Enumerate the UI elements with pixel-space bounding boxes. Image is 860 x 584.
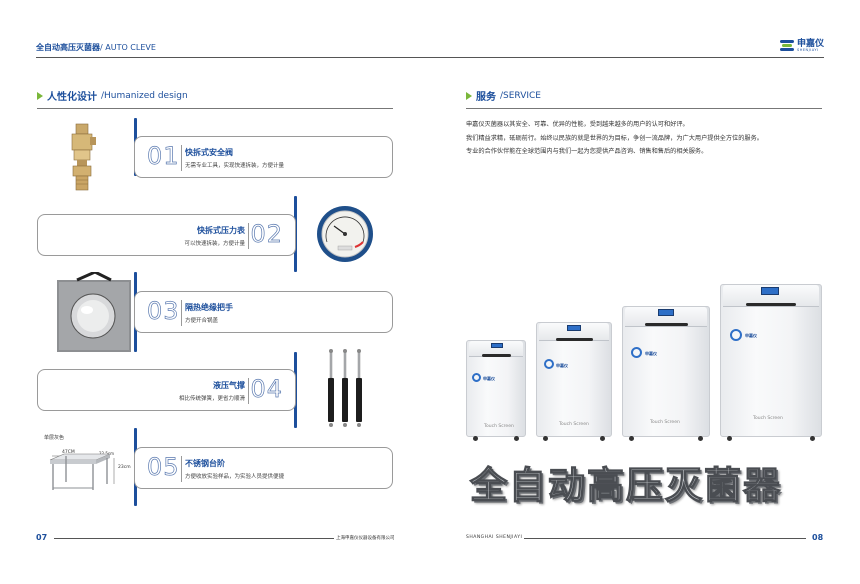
left-page: 全自动高压灭菌器/ AUTO CLEVE 人性化设计/Humanized des…: [36, 42, 430, 542]
feature-title: 液压气撑: [213, 381, 245, 390]
divider: [181, 456, 182, 482]
autoclave-medium: 申嘉仪 Touch Screen: [536, 322, 612, 441]
feature-number: 04: [250, 375, 283, 403]
autoclave-xlarge: 申嘉仪 Touch Screen: [720, 284, 822, 441]
service-text: 申嘉仪灭菌器以其安全、可靠、优异的性能，受到越来越多的用户的认可和好评。 我们精…: [466, 118, 846, 159]
header-title: 全自动高压灭菌器/ AUTO CLEVE: [36, 42, 156, 53]
company-name: 上海申嘉仪仪器设备有限公司: [336, 536, 395, 541]
feature-card-05: 05 不锈钢台阶 方便收放实验样品，为实验人员提供便捷: [134, 447, 393, 489]
feature-desc: 相比传统弹簧，更省力顺滑: [178, 396, 245, 402]
autoclave-small: 申嘉仪 Touch Screen: [466, 340, 526, 441]
header-title-en: / AUTO CLEVE: [100, 43, 156, 52]
pressure-gauge-image: [315, 204, 375, 264]
machine-brand: 申嘉仪: [483, 376, 495, 381]
step-width-label: 47CM: [62, 450, 75, 455]
brand-logo: 申嘉仪 SHENJIAYI: [779, 39, 824, 53]
divider: [248, 378, 249, 404]
divider: [248, 223, 249, 249]
header-rule-right: [430, 57, 824, 58]
footer-company-en: SHANGHAI SHENJIAYI: [466, 535, 523, 540]
machine-brand: 申嘉仪: [645, 351, 657, 356]
machine-touch-screen-label: Touch Screen: [753, 416, 783, 421]
divider: [181, 300, 182, 326]
machine-touch-screen-label: Touch Screen: [484, 424, 514, 429]
logo-text-en: SHENJIAYI: [796, 48, 819, 52]
section-heading-service: 服务/SERVICE: [466, 88, 541, 103]
section-rule: [466, 108, 822, 109]
feature-title: 隔热绝缘把手: [185, 303, 233, 312]
machine-touch-screen-label: Touch Screen: [559, 422, 589, 427]
footer-rule-left: [54, 538, 334, 539]
machine-brand: 申嘉仪: [745, 333, 757, 338]
footer-rule-right: [524, 538, 806, 539]
feature-title: 快拆式安全阀: [185, 148, 233, 157]
feature-number: 05: [147, 453, 180, 481]
feature-card-01: 01 快拆式安全阀 无需专业工具，实现快速拆装，方便计量: [134, 136, 393, 178]
autoclave-large: 申嘉仪 Touch Screen: [622, 306, 710, 441]
triangle-bullet-icon: [466, 91, 472, 100]
step-depth-label: 22.5cm: [99, 451, 115, 456]
section-title-cn: 服务: [476, 92, 496, 103]
divider: [181, 145, 182, 171]
machine-brand: 申嘉仪: [556, 363, 568, 368]
feature-number: 01: [147, 142, 180, 170]
service-paragraph: 我们精益求精，砥砺前行。始终以民族的就是世界的为目标，争创一流品牌，为广大用户提…: [466, 134, 763, 142]
feature-desc: 无需专业工具，实现快速拆装，方便计量: [185, 163, 285, 169]
machine-touch-screen-label: Touch Screen: [650, 420, 680, 425]
right-page: 申嘉仪 SHENJIAYI 服务/SERVICE 申嘉仪灭菌器以其安全、可靠、优…: [430, 0, 860, 584]
service-paragraph: 申嘉仪灭菌器以其安全、可靠、优异的性能，受到越来越多的用户的认可和好评。: [466, 121, 689, 128]
feature-card-02: 02 快拆式压力表 可以快速拆装，方便计量: [37, 214, 296, 256]
section-heading-humanized: 人性化设计/Humanized design: [37, 88, 188, 103]
feature-desc: 可以快速拆装，方便计量: [184, 241, 245, 247]
stainless-step-image: 单层灰色 47CM 22.5cm 23cm: [44, 434, 134, 498]
page-number-left: 07: [36, 533, 48, 542]
step-caption: 单层灰色: [44, 435, 65, 441]
product-banner-title: 全自动高压灭菌器: [469, 463, 782, 507]
feature-desc: 方便开合锅盖: [185, 318, 219, 324]
section-rule: [37, 108, 393, 109]
section-title-en: /Humanized design: [101, 90, 188, 101]
triangle-bullet-icon: [37, 91, 43, 100]
feature-desc: 方便收放实验样品，为实验人员提供便捷: [185, 474, 285, 480]
service-paragraph: 专业的合作伙伴能在全球范围内与我们一起为您提供产品咨询、销售和售后的相关服务。: [466, 148, 708, 155]
safety-valve-image: [62, 122, 102, 194]
gas-spring-image: [326, 348, 366, 430]
feature-number: 03: [147, 297, 180, 325]
feature-card-03: 03 隔热绝缘把手 方便开合锅盖: [134, 291, 393, 333]
feature-number: 02: [250, 220, 283, 248]
logo-mark-icon: [779, 40, 794, 52]
section-title-en: /SERVICE: [500, 90, 541, 101]
feature-title: 不锈钢台阶: [185, 459, 225, 468]
feature-card-04: 04 液压气撑 相比传统弹簧，更省力顺滑: [37, 369, 296, 411]
section-title-cn: 人性化设计: [47, 92, 97, 103]
page-number-right: 08: [812, 533, 824, 542]
logo-text-cn: 申嘉仪: [796, 39, 824, 49]
step-height-label: 23cm: [118, 465, 131, 470]
feature-title: 快拆式压力表: [197, 226, 245, 235]
header-rule: [36, 57, 430, 58]
header-title-cn: 全自动高压灭菌器: [36, 43, 100, 52]
insulated-handle-image: [55, 270, 133, 354]
